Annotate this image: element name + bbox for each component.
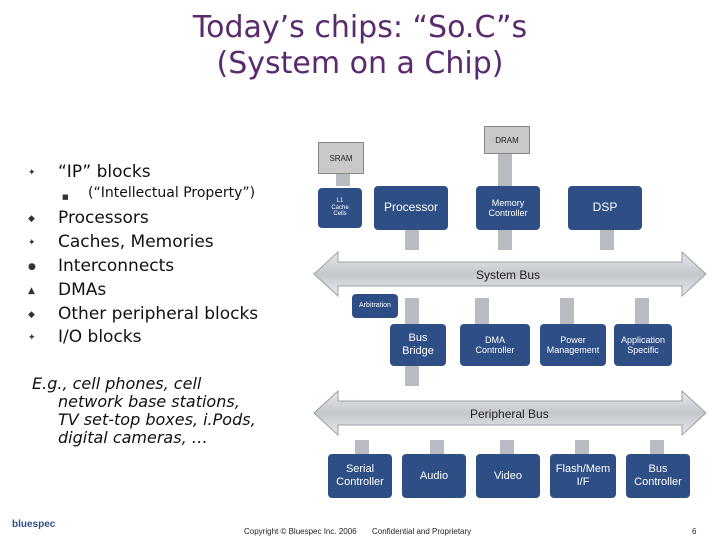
bullet-marker-icon: ✦: [28, 238, 36, 248]
bus-controller-block: Bus Controller: [626, 454, 690, 498]
serial-controller-label: Serial: [345, 463, 375, 476]
dma-label: DMA: [485, 334, 505, 345]
bullet-text: Other peripheral blocks: [58, 304, 259, 324]
cache-label: Cells: [333, 211, 347, 218]
example-line: digital cameras, …: [58, 428, 208, 447]
flash-mem-label: I/F: [576, 476, 590, 488]
bus-bridge-label: Bus: [408, 332, 428, 345]
bus-connectors: [336, 152, 664, 454]
title-line-2: (System on a Chip): [216, 46, 504, 81]
power-management-label: Power: [560, 334, 586, 345]
processor-label: Processor: [383, 200, 439, 215]
footer-copyright: Copyright © Bluespec Inc. 2006: [244, 527, 357, 536]
bullet-text: I/O blocks: [58, 327, 142, 347]
bullet-text: Caches, Memories: [58, 232, 214, 252]
cache-label: L1: [336, 197, 344, 204]
bus-controller-label: Controller: [634, 476, 682, 488]
bullet-text: Interconnects: [58, 256, 175, 276]
sram-label: SRAM: [329, 153, 353, 163]
memory-controller-label: Controller: [488, 208, 528, 218]
flash-mem-if-block: Flash/Mem I/F: [550, 454, 616, 498]
example-text: E.g., cell phones, cell network base sta…: [32, 375, 256, 447]
title-line-1: Today’s chips: “So.C”s: [192, 10, 528, 45]
example-line: TV set-top boxes, i.Pods,: [58, 410, 256, 429]
bluespec-logo: bluespec: [12, 519, 55, 530]
sram-block: SRAM: [318, 142, 364, 174]
memory-controller-label: Memory: [491, 197, 525, 208]
dram-block: DRAM: [484, 126, 530, 154]
sub-bullet-text: (“Intellectual Property”): [88, 185, 256, 201]
arbitration-block: Arbitration: [352, 294, 398, 318]
audio-label: Audio: [419, 469, 449, 482]
bullet-marker-icon: ▲: [28, 286, 35, 296]
peripheral-bus-arrow: [313, 389, 707, 437]
video-block: Video: [476, 454, 540, 498]
bus-bridge-label: Bridge: [402, 345, 434, 357]
bus-bridge-block: Bus Bridge: [390, 324, 446, 366]
page-number: 6: [692, 527, 697, 536]
bullet-text: DMAs: [58, 280, 107, 300]
serial-controller-block: Serial Controller: [328, 454, 392, 498]
processor-block: Processor: [374, 186, 448, 230]
footer-confidential: Confidential and Proprietary: [372, 527, 472, 536]
bullet-marker-icon: ✦: [28, 168, 36, 178]
slide-title: Today’s chips: “So.C”s (System on a Chip…: [0, 10, 720, 82]
dsp-label: DSP: [592, 200, 618, 215]
bus-controller-label: Bus: [648, 463, 668, 476]
bullet-marker-icon: ●: [28, 262, 36, 272]
power-management-block: Power Management: [540, 324, 606, 366]
serial-controller-label: Controller: [336, 476, 384, 488]
bullet-marker-icon: ✦: [28, 333, 36, 343]
memory-controller-block: Memory Controller: [476, 186, 540, 230]
audio-block: Audio: [402, 454, 466, 498]
system-bus-label: System Bus: [476, 268, 541, 282]
application-specific-block: Application Specific: [614, 324, 672, 366]
flash-mem-label: Flash/Mem: [555, 463, 611, 476]
dma-label: Controller: [475, 345, 515, 355]
power-management-label: Management: [546, 345, 600, 355]
bullet-marker-icon: ◆: [28, 214, 35, 224]
dma-controller-block: DMA Controller: [460, 324, 530, 366]
dram-label: DRAM: [495, 135, 519, 145]
peripheral-bus-label: Peripheral Bus: [470, 407, 549, 421]
logo-text: bluespec: [12, 519, 56, 530]
cache-label: Cache: [331, 204, 349, 211]
dsp-block: DSP: [568, 186, 642, 230]
sub-bullet-marker-icon: ■: [62, 193, 69, 201]
application-specific-label: Application: [620, 334, 666, 345]
application-specific-label: Specific: [627, 345, 659, 355]
example-line: E.g., cell phones, cell: [32, 374, 202, 393]
video-label: Video: [494, 469, 522, 482]
bullet-text: “IP” blocks: [58, 162, 151, 182]
arbitration-label: Arbitration: [359, 301, 391, 309]
system-bus-arrow: [313, 250, 707, 298]
bullet-marker-icon: ◆: [28, 310, 35, 320]
bullet-text: Processors: [58, 208, 149, 228]
l1-cache-block: L1 Cache Cells: [318, 188, 362, 228]
example-line: network base stations,: [58, 392, 240, 411]
